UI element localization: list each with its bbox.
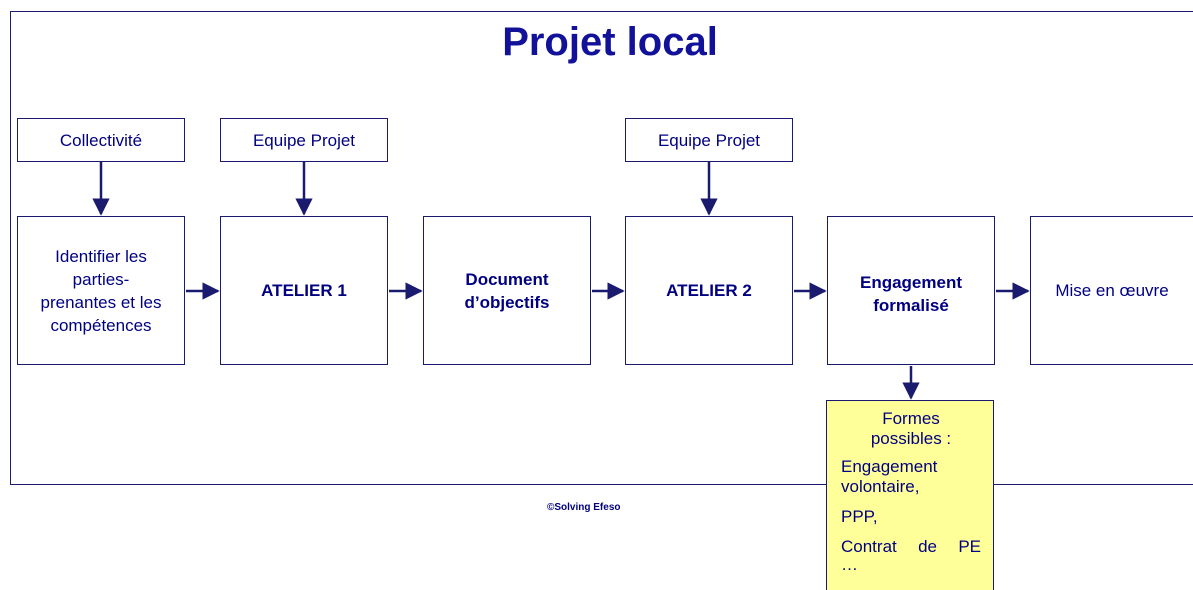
formes-possibles-box: Formes possibles : Engagement volontaire…	[826, 400, 994, 590]
atelier-2-label: ATELIER 2	[666, 281, 752, 300]
forme-engagement-line-2: volontaire,	[841, 477, 920, 496]
identifier-line-4: compétences	[50, 315, 152, 335]
forme-item-engagement: Engagement volontaire,	[841, 457, 981, 497]
copyright-text: ©Solving Efeso	[547, 502, 621, 513]
forme-ppp-line: PPP,	[841, 507, 878, 526]
atelier-1-label: ATELIER 1	[261, 281, 347, 300]
equipe-projet-box-1: Equipe Projet	[220, 118, 388, 162]
engagement-line-2: formalisé	[873, 296, 949, 315]
identifier-line-1: Identifier les	[55, 246, 147, 266]
equipe-projet-label-1: Equipe Projet	[252, 130, 356, 150]
engagement-line-1: Engagement	[859, 273, 963, 292]
forme-item-contrat: Contrat de PE	[841, 537, 981, 557]
mise-en-oeuvre-step: Mise en œuvre	[1030, 216, 1193, 365]
mise-en-oeuvre-label: Mise en œuvre	[1055, 281, 1169, 300]
identifier-step: Identifier les parties- prenantes et les…	[17, 216, 185, 365]
forme-ellipsis: …	[841, 555, 981, 574]
forme-contrat-line-1: Contrat de PE	[841, 537, 981, 556]
identifier-line-2: parties-	[72, 269, 130, 289]
equipe-projet-box-2: Equipe Projet	[625, 118, 793, 162]
forme-item-ppp: PPP,	[841, 507, 981, 527]
collectivite-box: Collectivité	[17, 118, 185, 162]
identifier-line-3: prenantes et les	[40, 292, 162, 312]
document-line-1: Document	[465, 269, 549, 289]
formes-heading-line-2: possibles :	[870, 429, 952, 448]
formes-heading: Formes possibles :	[841, 409, 981, 449]
forme-contrat-line-2: …	[841, 555, 858, 574]
document-line-2: d’objectifs	[464, 292, 550, 312]
atelier-1-step: ATELIER 1	[220, 216, 388, 365]
diagram-frame	[10, 11, 1193, 485]
diagram-title: Projet local	[502, 20, 718, 64]
collectivite-label: Collectivité	[59, 130, 143, 150]
document-objectifs-step: Document d’objectifs	[423, 216, 591, 365]
formes-heading-line-1: Formes	[882, 409, 940, 428]
equipe-projet-label-2: Equipe Projet	[657, 130, 761, 150]
forme-engagement-line-1: Engagement	[841, 457, 938, 476]
engagement-step: Engagement formalisé	[827, 216, 995, 365]
atelier-2-step: ATELIER 2	[625, 216, 793, 365]
